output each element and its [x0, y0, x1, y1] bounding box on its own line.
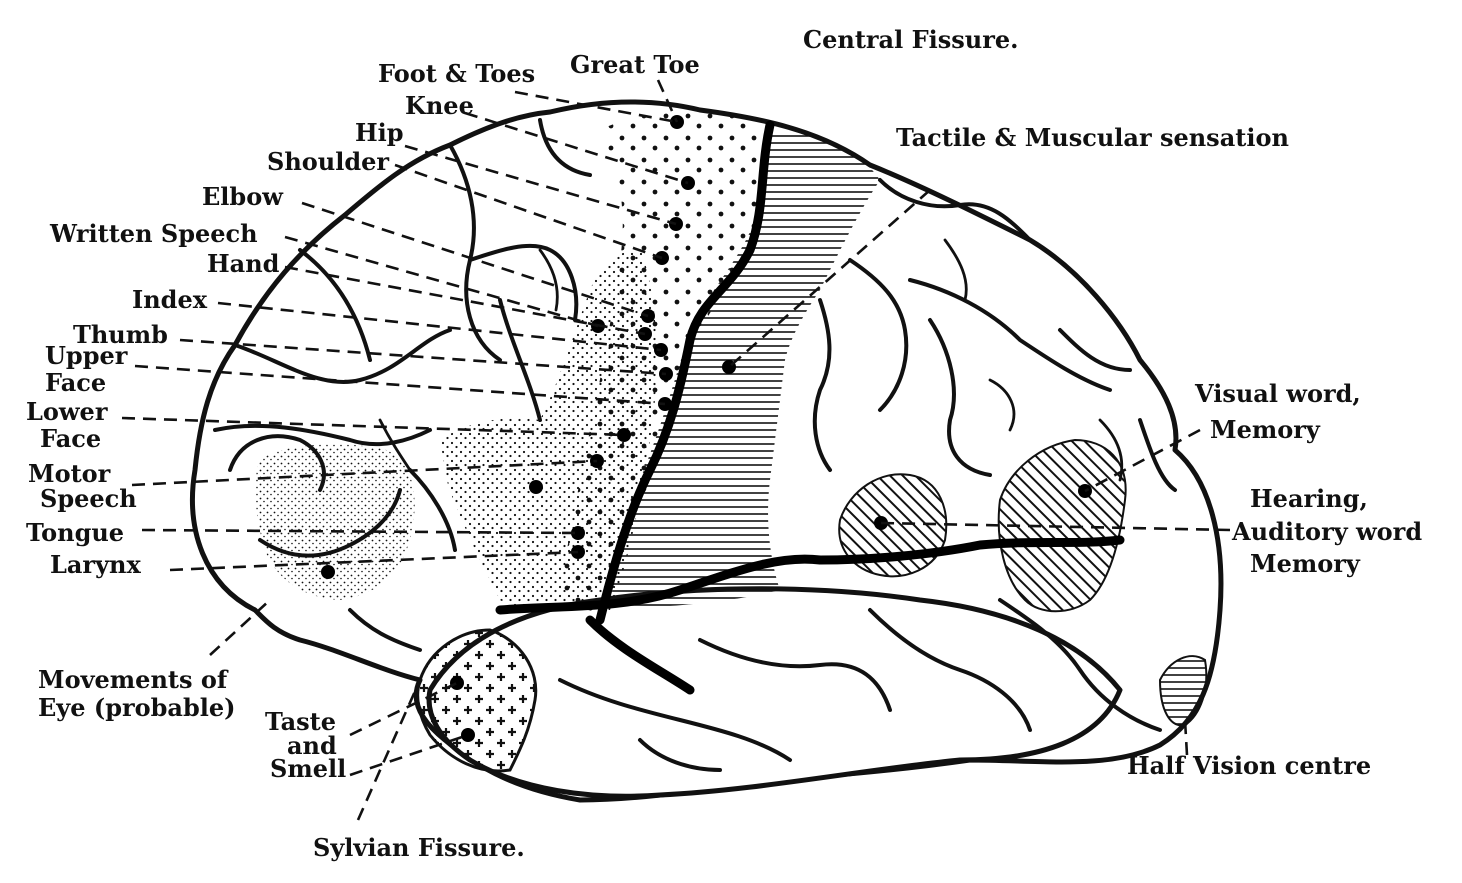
- label-written-speech: Written Speech: [49, 219, 258, 248]
- label-memory-auditory: Memory: [1250, 549, 1361, 578]
- visual-word-area: [997, 438, 1127, 613]
- label-central-fissure: Central Fissure.: [803, 25, 1018, 54]
- label-hand: Hand: [207, 249, 280, 278]
- label-knee: Knee: [405, 91, 474, 120]
- label-tongue: Tongue: [26, 518, 124, 547]
- label-lower: Lower: [26, 397, 108, 426]
- label-index: Index: [132, 285, 208, 314]
- sylvian-fissure-branch: [585, 615, 695, 695]
- label-hip: Hip: [355, 118, 404, 147]
- label-tactile: Tactile & Muscular sensation: [896, 123, 1289, 152]
- label-face-upper: Face: [45, 368, 106, 397]
- label-motor: Motor: [28, 459, 111, 488]
- label-smell: Smell: [270, 754, 346, 783]
- label-foot-toes: Foot & Toes: [378, 59, 535, 88]
- label-taste: Taste: [265, 707, 336, 736]
- label-elbow: Elbow: [202, 182, 284, 211]
- label-memory-visual: Memory: [1210, 415, 1321, 444]
- motor-strip: [560, 112, 765, 612]
- label-great-toe: Great Toe: [570, 50, 700, 79]
- label-hearing: Hearing,: [1250, 484, 1368, 513]
- half-vision-area: [1158, 655, 1208, 727]
- motor-speech-area: [255, 444, 415, 600]
- sensory-strip: [610, 130, 880, 610]
- sylvian-fissure-line: [495, 535, 1125, 615]
- leader-lines: [121, 79, 1231, 821]
- label-upper: Upper: [45, 341, 128, 370]
- label-sylvian-fissure: Sylvian Fissure.: [313, 833, 525, 862]
- label-thumb: Thumb: [73, 320, 168, 349]
- label-speech: Speech: [40, 484, 137, 513]
- taste-smell-area: [416, 628, 538, 773]
- label-face-lower: Face: [40, 424, 101, 453]
- central-fissure-line: [595, 120, 775, 625]
- label-shoulder: Shoulder: [267, 147, 389, 176]
- label-visual-word: Visual word,: [1194, 379, 1361, 408]
- motor-dots: [321, 115, 1092, 742]
- label-and: and: [287, 731, 337, 760]
- sulci: [213, 118, 1177, 772]
- label-eye-probable: Eye (probable): [38, 693, 236, 722]
- label-half-vision: Half Vision centre: [1127, 751, 1371, 780]
- label-auditory-word: Auditory word: [1231, 517, 1422, 546]
- label-movements-of: Movements of: [38, 665, 229, 694]
- label-larynx: Larynx: [50, 550, 141, 579]
